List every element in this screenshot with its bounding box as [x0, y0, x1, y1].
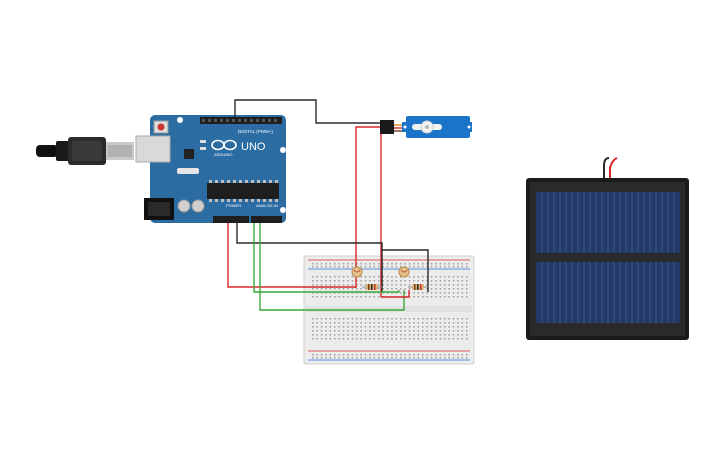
brand-label: ARDUINO: [214, 152, 232, 157]
micro-servo[interactable]: [380, 116, 472, 138]
arduino-uno-board[interactable]: DIGITAL (PWM~) UNO ARDUINO: [135, 115, 286, 223]
power-label: POWER: [226, 203, 241, 208]
model-label: UNO: [241, 141, 266, 153]
usb-cable[interactable]: [36, 137, 134, 165]
digital-label: DIGITAL (PWM~): [238, 129, 273, 134]
resistor-1[interactable]: [362, 284, 382, 290]
wire-analog-a0[interactable]: [253, 223, 400, 293]
servo-connector: [380, 120, 394, 134]
analog-header[interactable]: [251, 216, 282, 223]
arduino-logo-icon: [211, 139, 237, 151]
wire-servo-power-left[interactable]: [355, 126, 384, 288]
analog-label: ANALOG IN: [256, 203, 278, 208]
resistor-2[interactable]: [408, 284, 428, 290]
photoresistor-1[interactable]: [351, 266, 363, 278]
wire-gnd-2[interactable]: [382, 249, 429, 292]
wire-signal-servo[interactable]: [234, 99, 384, 124]
solar-panel[interactable]: [526, 157, 689, 340]
wire-gnd[interactable]: [236, 223, 383, 292]
atmega-chip: [207, 183, 279, 199]
wire-5v[interactable]: [227, 223, 356, 288]
usb-jack: [135, 135, 171, 163]
power-header[interactable]: [213, 216, 249, 223]
photoresistor-2[interactable]: [398, 266, 410, 278]
wire-analog-a1[interactable]: [259, 223, 405, 311]
